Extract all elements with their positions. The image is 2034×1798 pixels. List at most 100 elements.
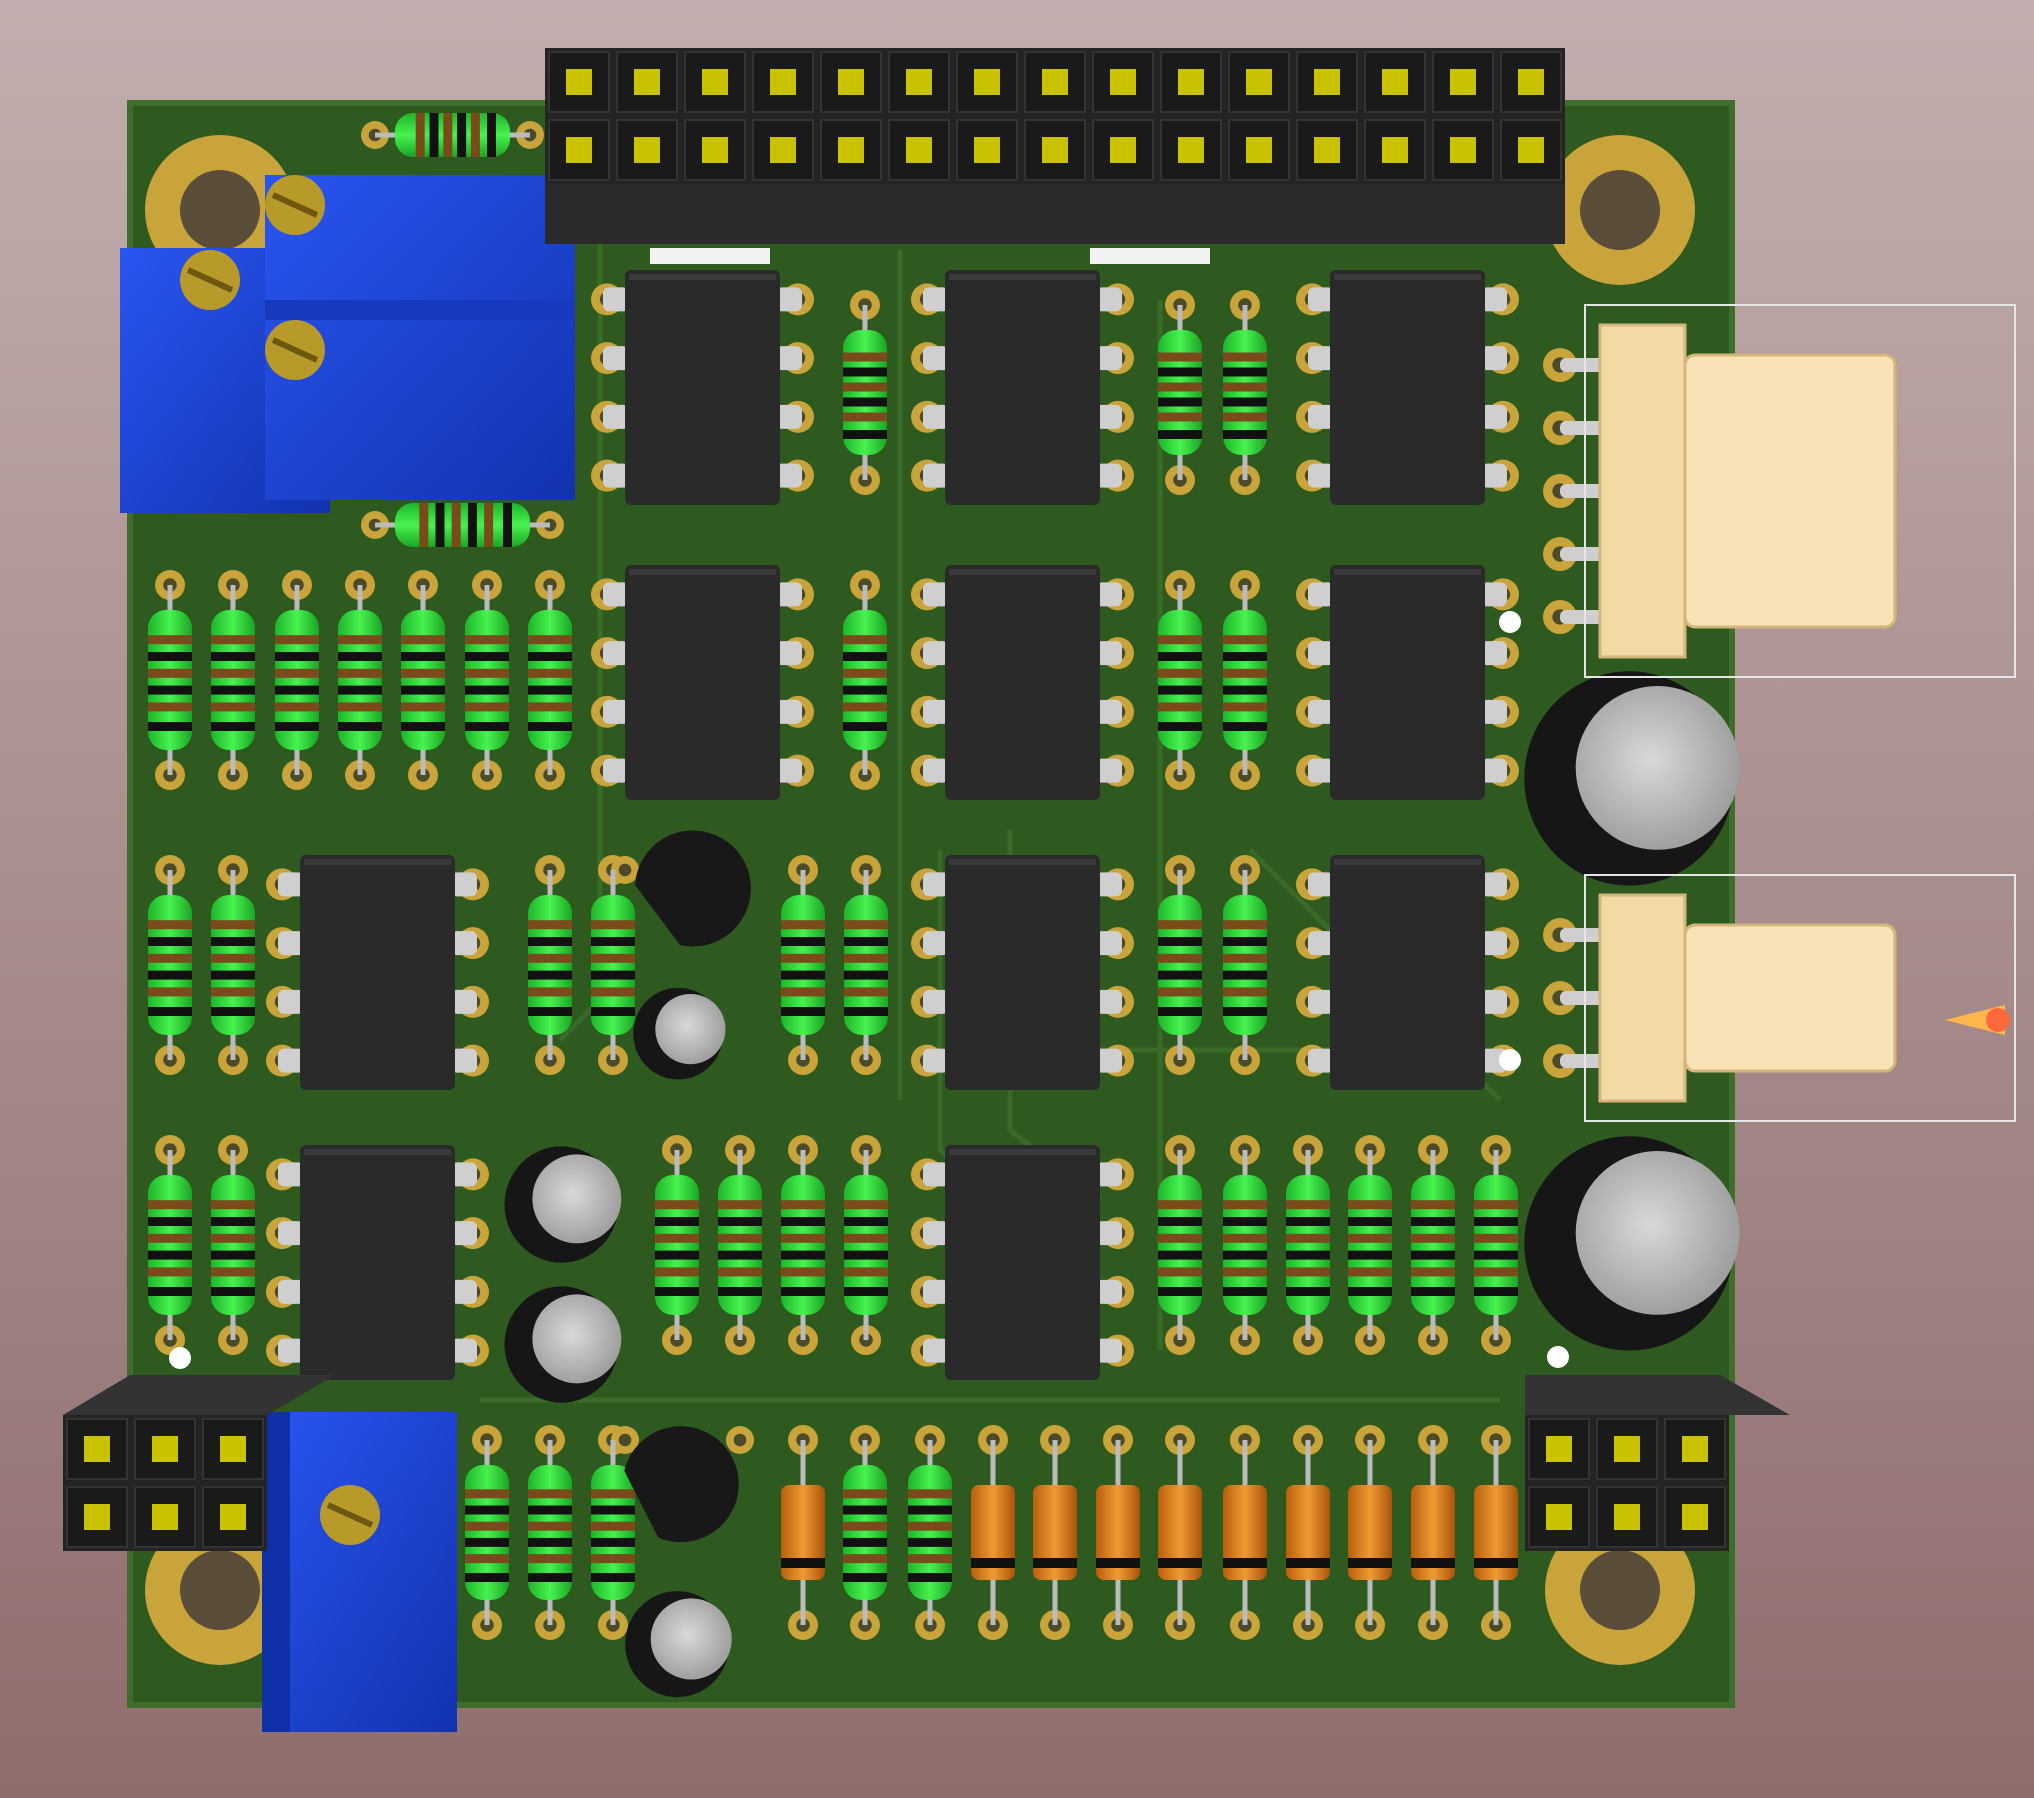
resistor-band <box>465 668 509 678</box>
resistor-band <box>1223 722 1267 731</box>
resistor-band <box>844 987 888 997</box>
diode-body <box>1411 1485 1455 1580</box>
resistor-band <box>465 1573 509 1582</box>
resistor-band <box>211 987 255 997</box>
resistor-band <box>1158 970 1202 980</box>
header-pin <box>220 1504 246 1530</box>
header-pin <box>1042 137 1068 163</box>
ic-body <box>625 565 780 800</box>
diode-band <box>1158 1558 1202 1568</box>
connector-housing <box>1598 893 1687 1103</box>
resistor-band <box>1348 1287 1392 1296</box>
capacitor-top <box>532 1294 622 1384</box>
resistor-band <box>1411 1267 1455 1277</box>
ic-pin <box>1308 404 1334 429</box>
resistor-band <box>211 1267 255 1277</box>
diode-body <box>1348 1485 1392 1580</box>
ic-pin <box>1481 699 1507 724</box>
resistor-band <box>1158 685 1202 695</box>
potentiometer-ridge <box>265 300 575 320</box>
resistor-band <box>528 920 572 930</box>
resistor-band <box>401 652 445 661</box>
resistor-band <box>1158 352 1202 362</box>
mount-hole <box>180 170 260 250</box>
ic-body <box>1330 270 1485 505</box>
connector-housing <box>1598 323 1687 659</box>
resistor-band <box>591 920 635 930</box>
resistor-band <box>1411 1287 1455 1296</box>
diode-band <box>781 1558 825 1568</box>
resistor-band <box>591 1554 635 1564</box>
header-top-bevel <box>1525 1375 1790 1415</box>
resistor-band <box>718 1267 762 1277</box>
resistor-band <box>401 635 445 645</box>
ic-pin <box>603 699 629 724</box>
diodes <box>781 1440 1518 1625</box>
resistor-band <box>781 1287 825 1296</box>
resistor-band <box>443 113 453 157</box>
ic-pin <box>1096 463 1122 488</box>
resistor-band <box>1158 920 1202 930</box>
resistor-band <box>211 1233 255 1243</box>
resistor-band <box>844 1267 888 1277</box>
resistor-band <box>655 1287 699 1296</box>
connector-shroud <box>1683 923 1897 1073</box>
resistor-band <box>591 1505 635 1515</box>
resistor-band <box>844 920 888 930</box>
resistor-band <box>1223 1007 1267 1016</box>
ic-pin <box>278 1279 304 1304</box>
connector-outline <box>1584 304 2016 678</box>
header-pin <box>634 137 660 163</box>
resistor-band <box>1348 1250 1392 1260</box>
resistor-band <box>718 1233 762 1243</box>
resistor-band <box>591 1489 635 1499</box>
resistor-body <box>908 1465 952 1600</box>
resistor-band <box>718 1200 762 1210</box>
header-socket <box>1432 51 1494 113</box>
ic-pin <box>1481 872 1507 897</box>
header-pin <box>1614 1504 1640 1530</box>
resistor-band <box>844 970 888 980</box>
transistor <box>635 830 751 947</box>
resistor-body <box>148 895 192 1035</box>
resistor-body <box>591 895 635 1035</box>
resistor-band <box>591 970 635 980</box>
resistor-band <box>1286 1250 1330 1260</box>
resistor-band <box>1223 987 1267 997</box>
resistor-band <box>528 722 572 731</box>
header-pin <box>1246 69 1272 95</box>
capacitor-top <box>532 1154 622 1244</box>
header-pin <box>838 69 864 95</box>
diode-band <box>1348 1558 1392 1568</box>
ic-pin <box>776 463 802 488</box>
ic-body <box>300 855 455 1090</box>
ic-pin <box>278 872 304 897</box>
connector-shroud <box>1683 353 1897 629</box>
resistor-band <box>338 702 382 712</box>
resistor-band <box>843 382 887 392</box>
resistor-band <box>275 668 319 678</box>
resistor-band <box>148 987 192 997</box>
ic-highlight <box>1334 859 1481 865</box>
diode-band <box>1033 1558 1077 1568</box>
resistor-band <box>1474 1267 1518 1277</box>
resistor-band <box>843 1537 887 1547</box>
resistor-band <box>844 937 888 946</box>
resistor-body <box>275 610 319 750</box>
ic-pin <box>1481 931 1507 956</box>
ic-highlight <box>304 1149 451 1155</box>
header-pin <box>84 1504 110 1530</box>
resistor-body <box>465 1465 509 1600</box>
capacitor-top <box>1575 1151 1740 1315</box>
resistor-band <box>211 635 255 645</box>
header-pin <box>1178 69 1204 95</box>
header-pin <box>1614 1436 1640 1462</box>
resistor-band <box>1411 1233 1455 1243</box>
header-socket <box>1228 51 1290 113</box>
ic-pin <box>451 1221 477 1246</box>
resistor-band <box>781 970 825 980</box>
diode-body <box>1096 1485 1140 1580</box>
resistor-band <box>844 1200 888 1210</box>
resistor-band <box>655 1267 699 1277</box>
